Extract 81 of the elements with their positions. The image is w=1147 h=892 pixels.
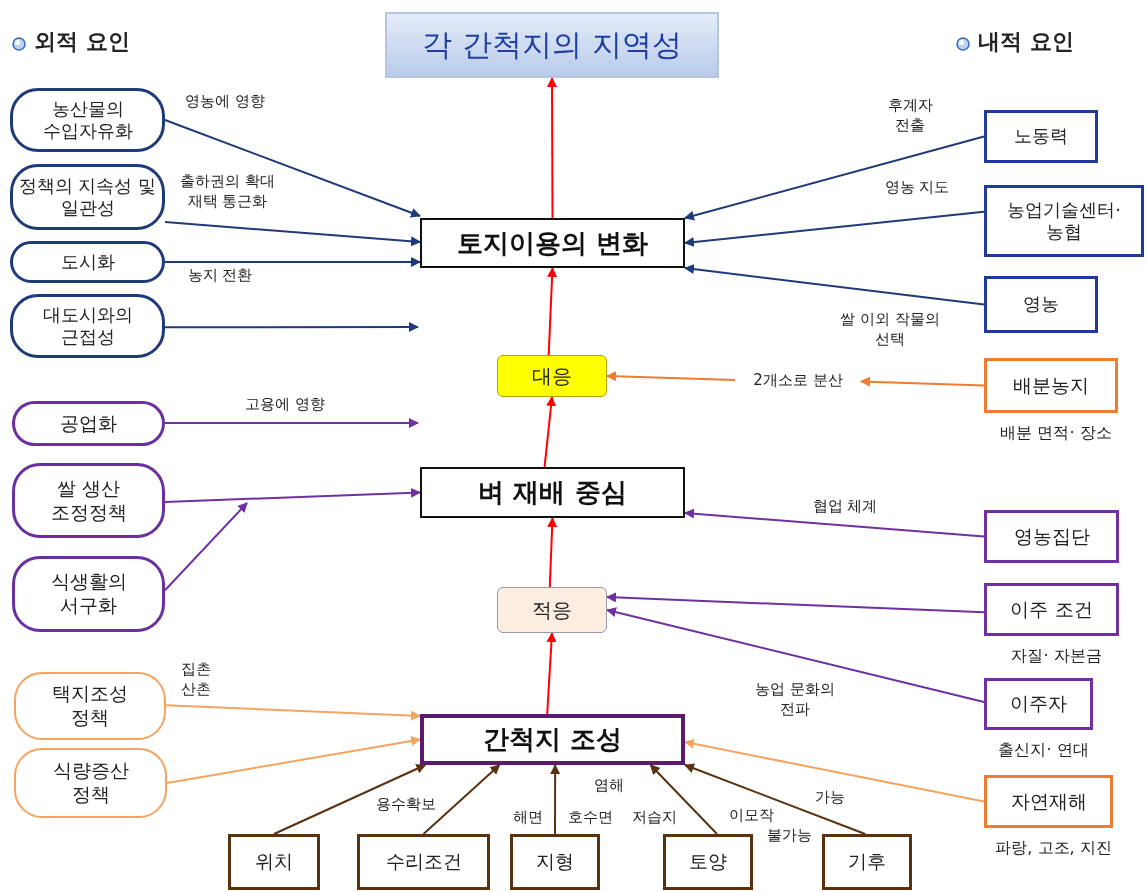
section-heading: 외적 요인 <box>34 28 131 56</box>
factor-pill: 식량증산 정책 <box>14 748 167 818</box>
arrow <box>164 221 421 247</box>
arrow <box>547 77 558 219</box>
factor-box: 배분농지 <box>984 358 1118 413</box>
factor-box: 영농집단 <box>984 510 1119 563</box>
arrow <box>684 264 985 306</box>
factor-note: 호수면 <box>566 808 614 828</box>
arrow <box>684 508 985 538</box>
arrow <box>164 418 419 428</box>
process-box: 벼 재배 중심 <box>420 467 685 518</box>
process-box: 토지이용의 변화 <box>420 218 685 268</box>
edge-label: 집촌 산촌 <box>180 660 212 699</box>
arrow <box>164 487 421 503</box>
edge-label: 영농에 영향 <box>184 92 266 112</box>
node-text: 2개소로 분산 <box>753 370 843 390</box>
arrow <box>547 267 558 356</box>
factor-box: 이주 조건 <box>984 583 1119 636</box>
edge-label: 농지 전환 <box>186 266 254 286</box>
arrow <box>543 396 556 468</box>
edge-label: 협업 체계 <box>811 497 879 517</box>
factor-pill: 식생활의 서구화 <box>12 556 165 632</box>
arrow <box>164 119 421 218</box>
arrow <box>547 517 558 588</box>
arrow <box>164 322 419 332</box>
arrow <box>273 764 427 835</box>
factor-note: 용수확보 <box>375 795 437 815</box>
edge-label: 농업 문화의 전파 <box>754 680 836 719</box>
factor-note: 해면 <box>512 808 544 828</box>
factor-box: 기후 <box>822 834 912 890</box>
arrow <box>684 738 985 803</box>
arrow <box>684 763 867 835</box>
factor-note: 염해 <box>593 776 625 796</box>
factor-box: 농업기술센터· 농협 <box>984 185 1144 257</box>
adaptation-box: 적응 <box>497 587 607 633</box>
title-box: 각 간척지의 지역성 <box>385 12 719 78</box>
factor-box: 위치 <box>228 834 320 890</box>
arrow <box>166 736 421 784</box>
factor-pill: 농산물의 수입자유화 <box>10 88 165 152</box>
factor-note: 저습지 <box>630 808 678 828</box>
arrow <box>649 764 718 835</box>
factor-box: 노동력 <box>984 110 1098 163</box>
response-box: 대응 <box>497 355 607 397</box>
section-heading: 내적 요인 <box>978 28 1075 56</box>
arrow <box>684 210 985 248</box>
factor-box: 토양 <box>663 834 753 890</box>
factor-box: 지형 <box>510 834 600 890</box>
arrow <box>860 376 985 387</box>
factor-note: 가능 <box>814 788 846 808</box>
factor-pill: 대도시와의 근접성 <box>10 294 165 358</box>
factor-box: 이주자 <box>984 678 1093 730</box>
arrow <box>606 607 985 703</box>
factor-box: 영농 <box>984 276 1098 333</box>
arrow <box>550 764 561 835</box>
factor-pill: 정책의 지속성 및 일관성 <box>10 164 165 230</box>
arrow <box>164 257 421 267</box>
edge-label: 쌀 이외 작물의 선택 <box>840 310 940 349</box>
arrow <box>422 764 501 835</box>
node-note: 자질· 자본금 <box>1010 646 1103 667</box>
node-note: 출신지· 연대 <box>997 740 1090 761</box>
factor-note: 이모작 <box>727 806 775 826</box>
arrow <box>164 502 248 592</box>
arrow <box>606 592 985 614</box>
arrow <box>606 371 736 382</box>
factor-pill: 택지조성 정책 <box>14 672 166 740</box>
node-note: 파랑, 고조, 지진 <box>994 838 1113 859</box>
edge-label: 후계자 전출 <box>886 96 934 135</box>
edge-label: 고용에 영향 <box>244 395 326 415</box>
arrow <box>546 632 557 715</box>
process-box: 간척지 조성 <box>420 714 685 765</box>
factor-box: 자연재해 <box>984 775 1113 828</box>
edge-label: 영농 지도 <box>883 178 951 198</box>
factor-note: 불가능 <box>765 826 813 846</box>
factor-pill: 도시화 <box>10 241 165 283</box>
factor-box: 수리조건 <box>357 834 490 890</box>
factor-pill: 공업화 <box>12 401 165 446</box>
edge-label: 출하권의 확대 재택 통근화 <box>179 172 276 211</box>
arrow <box>165 704 421 721</box>
factor-pill: 쌀 생산 조정정책 <box>12 463 165 538</box>
arrow <box>684 135 985 221</box>
node-note: 배분 면적· 장소 <box>999 423 1113 444</box>
